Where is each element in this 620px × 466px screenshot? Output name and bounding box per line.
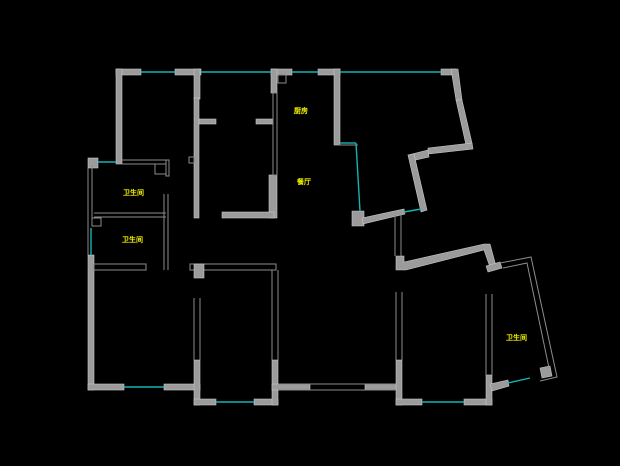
room-label-bath-1: 卫生间	[123, 188, 144, 197]
room-label-bath-2: 卫生间	[122, 235, 143, 244]
room-label-kitchen: 厨房	[294, 106, 308, 115]
room-label-dining: 餐厅	[296, 177, 311, 186]
room-label-bath-3: 卫生间	[506, 333, 527, 342]
windows	[90, 71, 531, 403]
interior-walls	[87, 74, 558, 391]
exterior-walls	[87, 68, 553, 406]
room-labels: 厨房 餐厅 卫生间 卫生间 卫生间	[122, 106, 527, 342]
